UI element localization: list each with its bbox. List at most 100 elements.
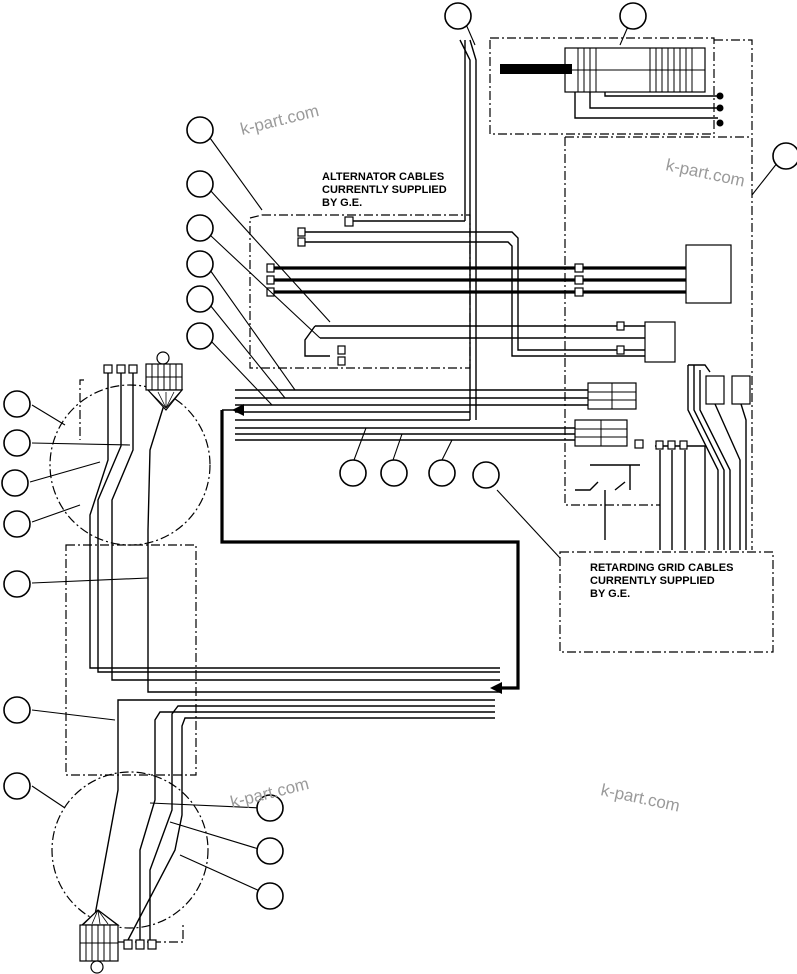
cable — [517, 260, 615, 351]
ground-lug — [90, 960, 104, 974]
leader-line — [31, 504, 81, 523]
watermark: k-part.com — [238, 101, 321, 139]
cable — [511, 260, 615, 357]
callout-bubble — [1, 469, 29, 497]
upper-connector-cluster — [103, 351, 184, 411]
cable-fan — [146, 389, 184, 411]
callout-bubble — [186, 116, 214, 144]
connector — [147, 939, 157, 950]
leader-line — [353, 427, 367, 461]
terminal-box — [644, 321, 676, 363]
callout-bubble — [256, 837, 284, 865]
connector — [266, 275, 275, 285]
connector — [116, 364, 126, 374]
alternator-label-line3: BY G.E. — [322, 197, 362, 209]
top-right-inner-outline — [489, 37, 715, 135]
callout-bubble — [186, 285, 214, 313]
cable-line — [94, 699, 495, 916]
leader-line — [209, 304, 286, 399]
callout-bubble — [444, 2, 472, 30]
cable — [740, 403, 747, 550]
connector — [667, 440, 676, 450]
rotor-assembly — [500, 47, 724, 127]
cable — [688, 364, 711, 373]
cable — [589, 92, 718, 109]
leader-line — [392, 433, 403, 461]
alternator-label-line1: ALTERNATOR CABLES — [322, 171, 444, 183]
callout-bubble — [472, 461, 500, 489]
leader-line — [209, 234, 321, 339]
cable-line — [89, 372, 500, 669]
retarding-label-line3: BY G.E. — [590, 588, 630, 600]
leader-line — [209, 269, 296, 391]
alternator-label: ALTERNATOR CABLES CURRENTLY SUPPLIED BY … — [322, 171, 447, 209]
connector — [297, 237, 306, 247]
terminal-dot — [716, 104, 724, 112]
callout-bubble — [3, 772, 31, 800]
connector — [634, 439, 644, 449]
callout-bubble — [186, 214, 214, 242]
alternator-area — [266, 40, 615, 366]
terminal-dot — [716, 119, 724, 127]
cable — [304, 325, 330, 357]
cable-line — [97, 372, 500, 673]
callout-bubble — [3, 570, 31, 598]
right-column-outline — [714, 39, 753, 550]
connector — [574, 263, 584, 273]
connector — [337, 345, 346, 355]
cable-line — [111, 372, 500, 681]
relay-box — [705, 375, 725, 405]
leader-line — [209, 137, 263, 211]
retarding-box-outline — [559, 551, 774, 653]
leader-lines — [29, 21, 779, 893]
connector — [679, 440, 688, 450]
callout-bubble — [772, 142, 797, 170]
switch — [575, 481, 599, 491]
relay-box — [731, 375, 751, 405]
retarding-label: RETARDING GRID CABLES CURRENTLY SUPPLIED… — [590, 562, 733, 600]
connector — [297, 227, 306, 237]
leader-line — [149, 802, 263, 809]
cable — [714, 403, 741, 550]
callout-bubble — [256, 882, 284, 910]
leader-line — [31, 404, 66, 426]
cable — [687, 365, 719, 550]
right-panel — [574, 244, 751, 550]
connector — [655, 440, 664, 450]
connector — [574, 287, 584, 297]
cable — [305, 231, 519, 260]
watermarks: k-part.com k-part.com k-part.com k-part.… — [228, 101, 746, 816]
connector — [344, 216, 354, 227]
callout-bubble — [3, 429, 31, 457]
arrow-cable — [220, 410, 520, 690]
cable-line — [127, 717, 495, 941]
leader-line — [179, 854, 263, 893]
callout-bubble — [619, 2, 647, 30]
riser-cable — [469, 39, 477, 420]
connector — [135, 939, 145, 950]
leader-line — [169, 821, 263, 851]
upper-left-detail-circle — [49, 384, 211, 546]
alternator-label-line2: CURRENTLY SUPPLIED — [322, 184, 447, 196]
terminal-box — [685, 244, 732, 304]
switch — [614, 481, 626, 491]
leader-line — [29, 461, 101, 483]
leader-line — [31, 709, 116, 721]
connector — [616, 345, 625, 355]
cable-line — [139, 711, 495, 940]
retarding-label-line2: CURRENTLY SUPPLIED — [590, 575, 715, 587]
cable-line — [147, 391, 500, 693]
ground-lug — [156, 351, 170, 365]
cable — [699, 370, 731, 550]
middle-harness — [235, 39, 590, 441]
leader-line — [441, 439, 453, 461]
callout-bubble — [186, 322, 214, 350]
leader-line — [209, 189, 331, 323]
riser-cable — [459, 39, 471, 420]
cable — [305, 241, 513, 260]
leader-line — [31, 785, 66, 809]
lower-connector-cluster — [79, 909, 157, 974]
upper-outline-stub — [79, 379, 84, 440]
cable — [693, 365, 725, 550]
